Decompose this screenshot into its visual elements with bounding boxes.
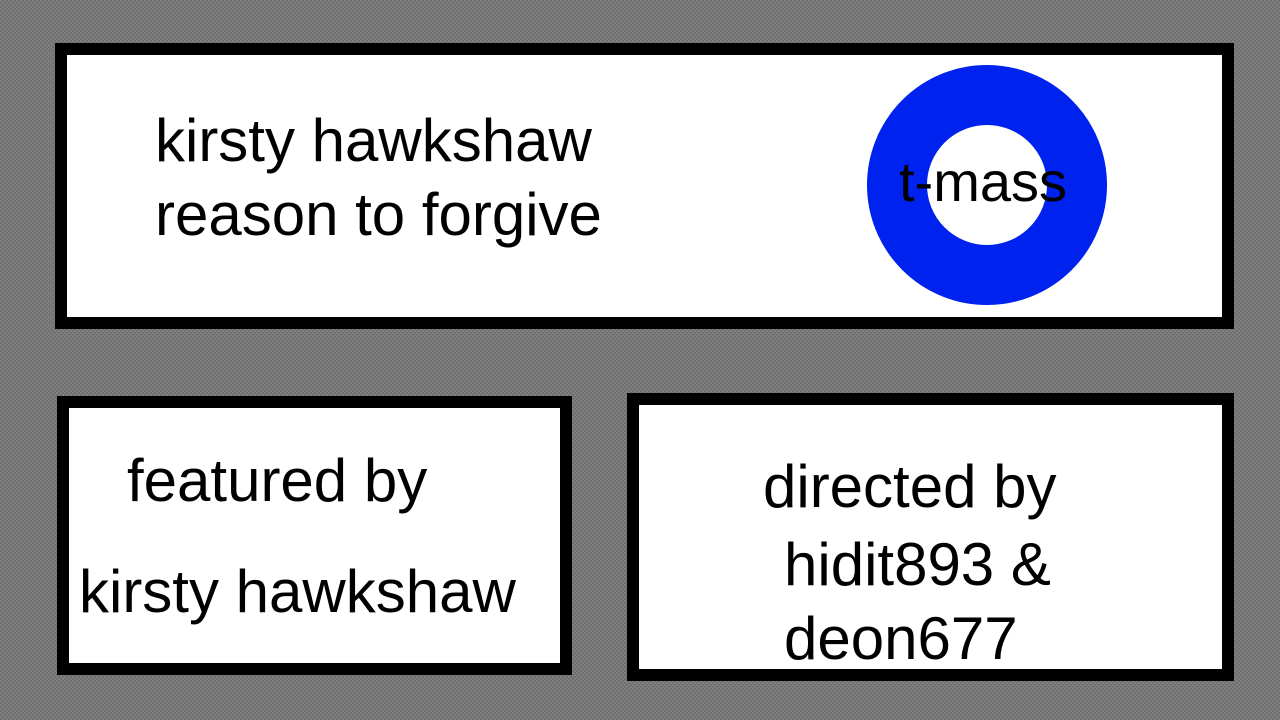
logo-text: t-mass [899, 150, 1067, 213]
directed-label: directed by [763, 453, 1057, 520]
title-card: kirsty hawkshaw reason to forgive t-mass [55, 43, 1234, 329]
t-mass-logo-ring [867, 65, 1107, 305]
logo-ring-shape [867, 65, 1107, 305]
directed-card: directed by hidit893 & deon677 [627, 393, 1234, 681]
director-names-line1: hidit893 & [784, 531, 1051, 598]
featured-artist-name: kirsty hawkshaw [79, 558, 516, 625]
featured-label: featured by [127, 447, 428, 514]
featured-card: featured by kirsty hawkshaw [57, 396, 572, 675]
track-title: reason to forgive [155, 181, 602, 248]
director-names-line2: deon677 [784, 605, 1018, 672]
artist-name: kirsty hawkshaw [155, 107, 592, 174]
